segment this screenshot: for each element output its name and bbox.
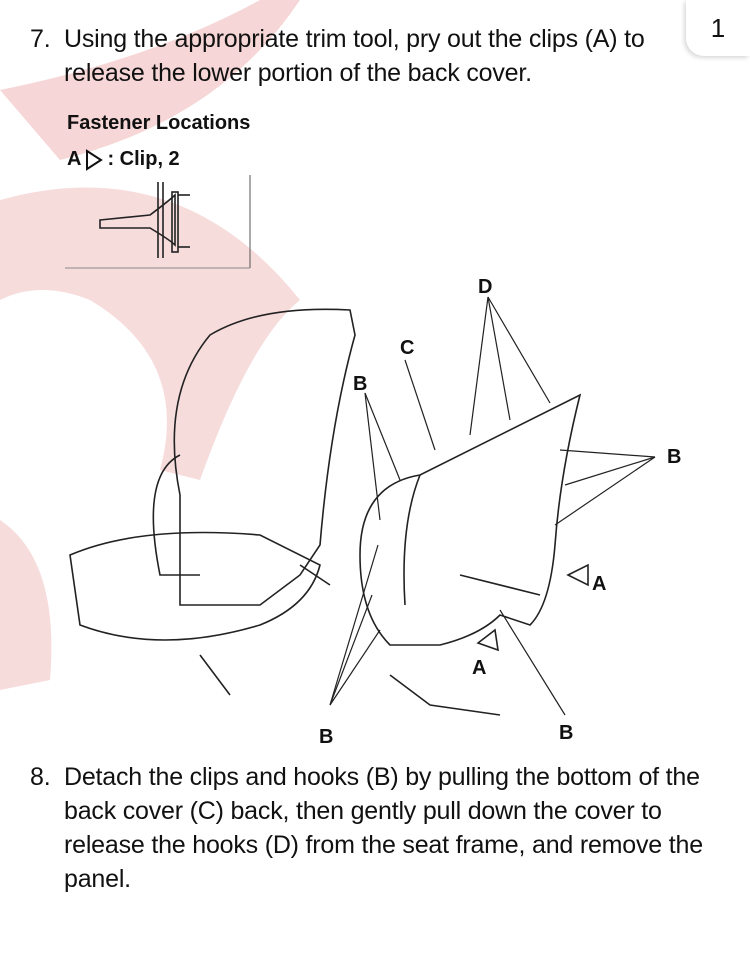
label-clips-b: B (667, 446, 682, 468)
fastener-heading: Fastener Locations (67, 112, 251, 134)
fastener-letter: A (67, 148, 82, 170)
label-hooks-d: D (478, 276, 493, 298)
clip-detail-illustration (65, 175, 251, 269)
triangle-marker-icon (86, 148, 104, 171)
fastener-legend: A : Clip, 2 (67, 148, 180, 171)
seat-back-cover-diagram (69, 296, 656, 716)
step-number: 7. (30, 25, 51, 53)
label-clip-a: A (472, 657, 487, 679)
label-clips-b: B (353, 373, 368, 395)
page-number: 1 (710, 12, 726, 43)
page-number-badge: 1 (686, 0, 750, 56)
label-back-cover-c: C (400, 337, 415, 359)
step-text: Using the appropriate trim tool, pry out… (64, 25, 645, 87)
label-clips-b: B (559, 722, 574, 744)
label-clip-a: A (592, 573, 607, 595)
label-clips-b: B (319, 726, 334, 748)
step-text: Detach the clips and hooks (B) by pullin… (64, 763, 703, 893)
fastener-desc: : Clip, 2 (107, 148, 180, 170)
step-number: 8. (30, 763, 51, 791)
